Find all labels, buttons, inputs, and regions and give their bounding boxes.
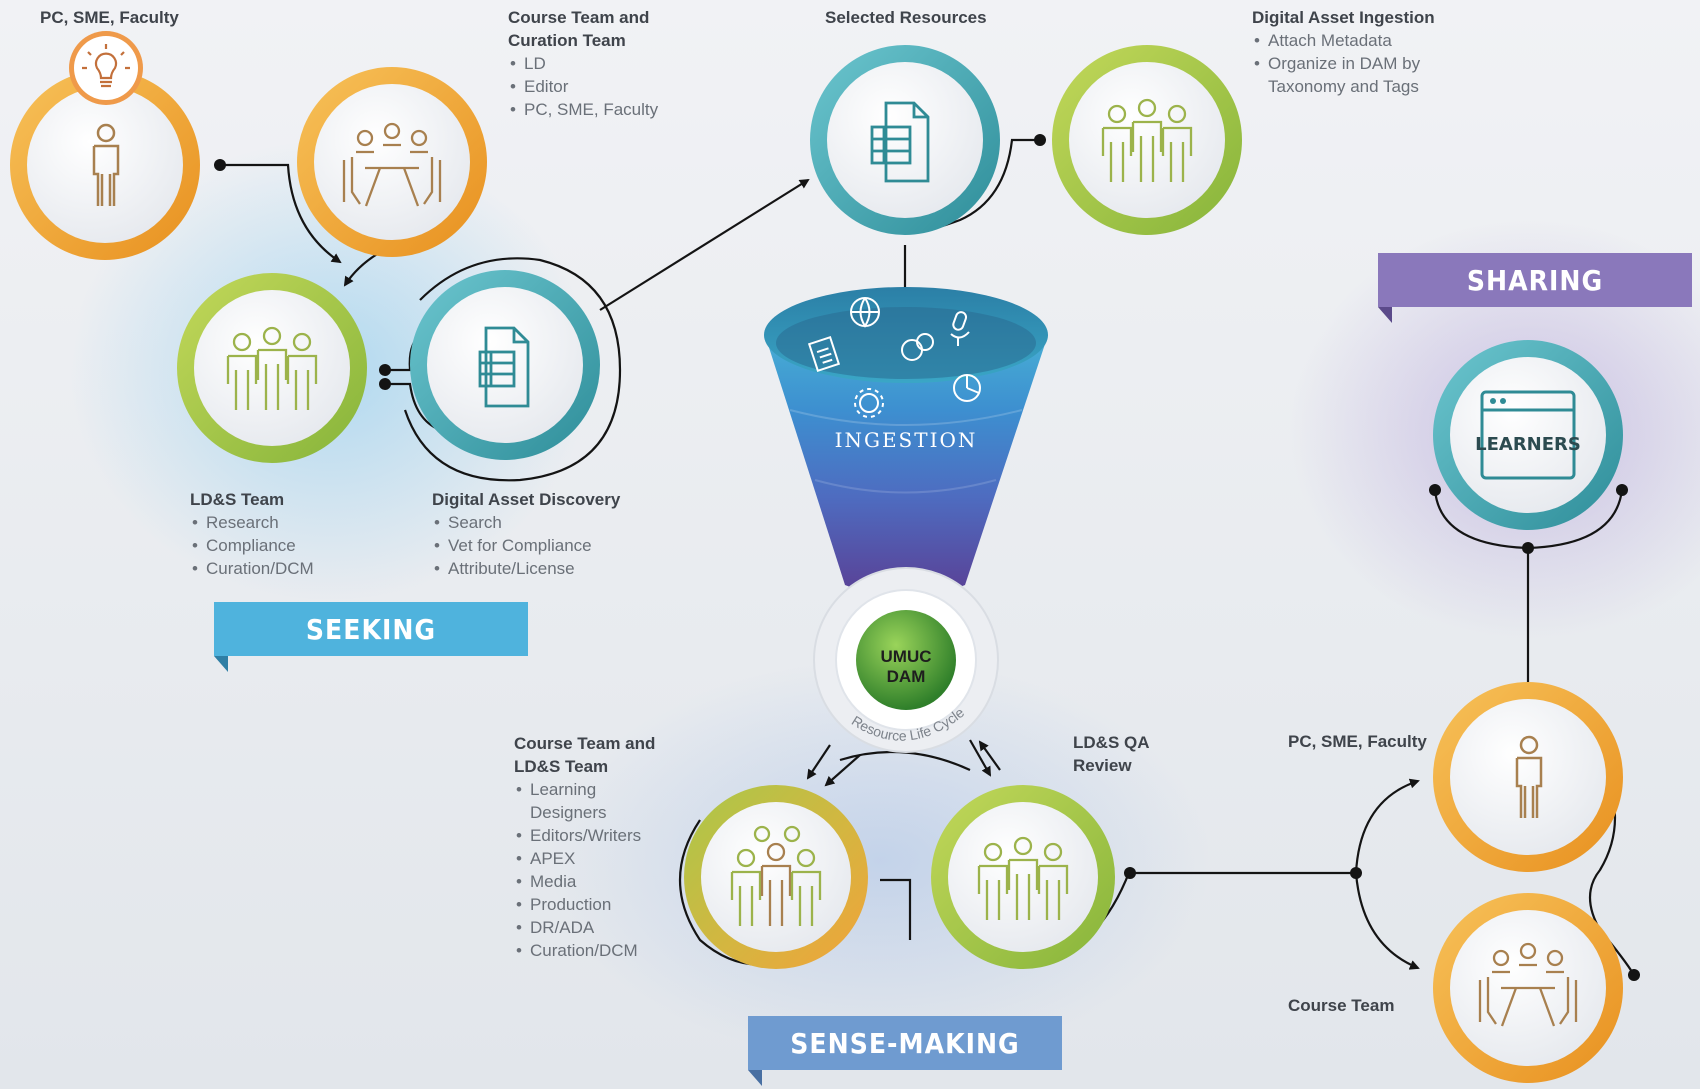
person-icon [1515,735,1543,818]
dam-line2: DAM [887,667,926,686]
lightbulb-badge [69,31,143,105]
sharing-faculty-node [1433,682,1623,872]
discovery-node [410,270,600,460]
gear-icon [854,388,884,418]
list-item: Attribute/License [432,557,620,580]
chat-icon [901,333,934,361]
course-ldas-label: Course Team and LD&S Team Learning Desig… [514,732,664,962]
course-team-label: Course Team [1288,996,1395,1015]
group-icon [1101,98,1193,182]
list-item: PC, SME, Faculty [508,98,698,121]
document-list-icon [870,101,930,183]
list-item: Media [514,870,664,893]
dam-line1: UMUC [881,647,932,666]
list-item: Curation/DCM [514,939,664,962]
document-icon [807,336,841,372]
ldas-team-label: LD&S Team Research Compliance Curation/D… [190,488,314,580]
list-item: Learning Designers [514,778,664,824]
list-item: Production [514,893,664,916]
learners-node: LEARNERS [1433,340,1623,530]
group-icon [226,326,318,410]
ingestion-funnel: INGESTION [764,287,1048,598]
list-item: Organize in DAM by Taxonomy and Tags [1252,52,1482,98]
list-item: Search [432,511,620,534]
list-item: Curation/DCM [190,557,314,580]
list-item: Compliance [190,534,314,557]
dam-core: UMUC DAM Resource Life Cycle [813,567,999,753]
document-list-icon [478,326,530,408]
list-item: LD [508,52,698,75]
sensemaking-banner: SENSE-MAKING [748,1016,1062,1086]
pie-chart-icon [953,374,981,402]
ingestion-team-node [1052,45,1242,235]
course-team-node [1433,893,1623,1083]
list-item: APEX [514,847,664,870]
connector-dots [214,134,1640,981]
digital-asset-discovery-label: Digital Asset Discovery Search Vet for C… [432,488,620,580]
person-icon [92,123,120,206]
seeking-banner: SEEKING [214,602,528,672]
course-ldas-node [684,785,868,969]
meeting-icon [342,122,442,207]
ingestion-label: INGESTION [835,428,978,452]
qa-review-node [931,785,1115,969]
list-item: Editor [508,75,698,98]
funnel-icons [807,297,981,418]
ldas-team-node [177,273,367,463]
list-item: Editors/Writers [514,824,664,847]
selected-resources-label: Selected Resources [825,8,987,27]
selected-resources-node [810,45,1000,235]
group-icon [977,836,1069,920]
course-curation-label: Course Team and Curation Team LD Editor … [508,6,698,121]
seeking-person-node [10,70,200,260]
microphone-icon [950,311,970,346]
digital-asset-ingestion-label: Digital Asset Ingestion Attach Metadata … [1252,6,1482,98]
meeting-icon [1478,942,1578,1027]
globe-icon [850,297,880,328]
list-item: Vet for Compliance [432,534,620,557]
list-item: Attach Metadata [1252,29,1482,52]
sharing-banner: SHARING [1378,253,1692,323]
list-item: Research [190,511,314,534]
seeking-initiator-label: PC, SME, Faculty [40,8,179,27]
meeting-node [297,67,487,257]
browser-window-icon [1480,390,1576,480]
learners-label: LEARNERS [1475,434,1581,455]
lightbulb-icon [82,44,130,88]
list-item: DR/ADA [514,916,664,939]
sharing-faculty-label: PC, SME, Faculty [1288,732,1427,751]
ldas-qa-label: LD&S QA Review [1073,733,1149,775]
group-icon [730,825,822,926]
